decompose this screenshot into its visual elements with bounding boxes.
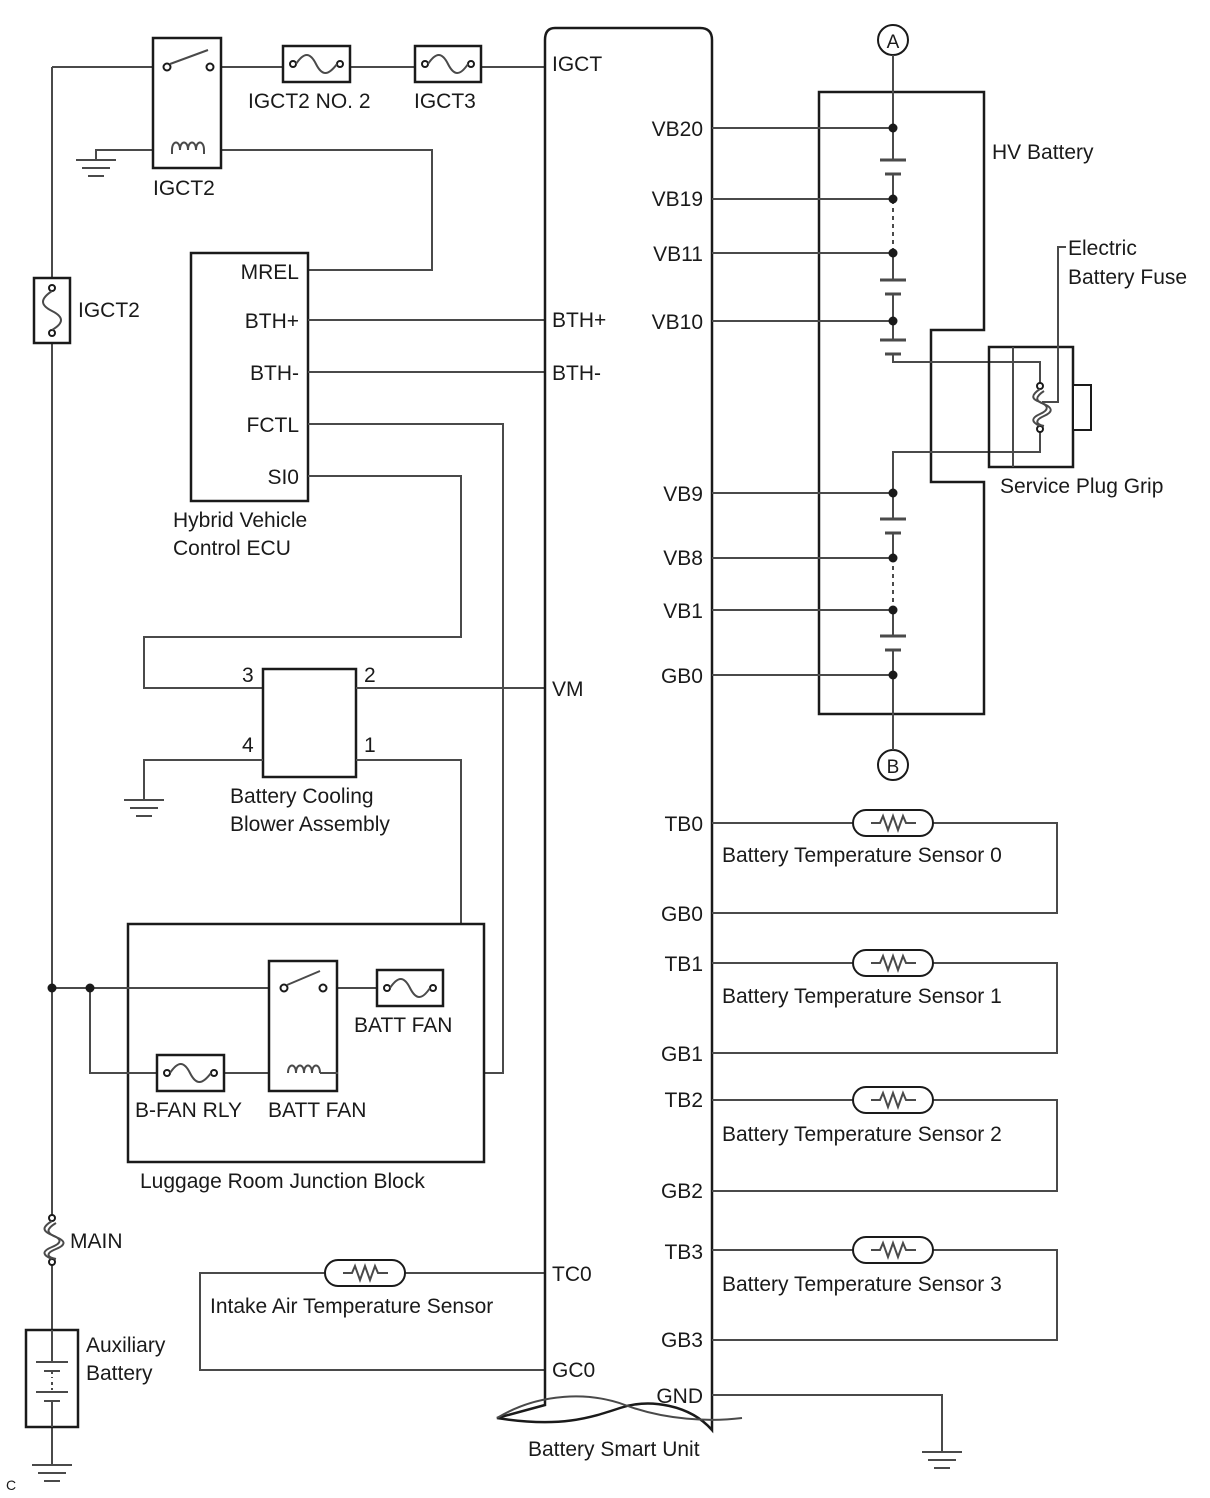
junction-block-name: Luggage Room Junction Block	[140, 1170, 425, 1193]
bsu-pin-gb0: GB0	[661, 665, 703, 688]
fuse-igct2: IGCT2	[32, 276, 140, 345]
temp-sensor-2-label: Battery Temperature Sensor 2	[722, 1123, 1002, 1146]
fuse-igct2-label: IGCT2	[78, 299, 140, 322]
bsu-pin-bth-minus: BTH-	[552, 362, 601, 385]
ground-symbol	[32, 1464, 72, 1482]
battery-temperature-sensor-1: Battery Temperature Sensor 1	[712, 949, 1058, 1054]
igct2-relay: IGCT2	[151, 36, 223, 200]
service-plug-grip: Service Plug Grip Electric Battery Fuse	[987, 237, 1187, 498]
hv-cell-stack	[880, 158, 1041, 652]
connector-b: B	[877, 650, 909, 781]
bsu-pin-gc0: GC0	[552, 1359, 595, 1382]
bsu-pin-vm: VM	[552, 678, 584, 701]
fuse-main-label: MAIN	[70, 1230, 123, 1253]
gnd-wire	[712, 1394, 962, 1469]
fuse-main: MAIN	[43, 1214, 123, 1266]
bsu-name: Battery Smart Unit	[528, 1438, 700, 1461]
bsu-pin-vb8: VB8	[663, 547, 703, 570]
fuse-igct2-no2: IGCT2 NO. 2	[248, 44, 371, 113]
blower-pin-3: 3	[242, 664, 254, 687]
blower-name-line2: Blower Assembly	[230, 813, 390, 836]
fuse-batt-fan-label: BATT FAN	[354, 1014, 452, 1037]
connector-a: A	[877, 24, 909, 160]
blower-pin-2: 2	[364, 664, 376, 687]
bsu-pin-vb10: VB10	[652, 311, 703, 334]
bsu-pin-vb20: VB20	[652, 118, 703, 141]
junction-dot	[85, 983, 95, 993]
hv-battery-label: HV Battery	[992, 141, 1094, 164]
bsu-pin-tb2: TB2	[664, 1089, 703, 1112]
ecu-pin-mrel: MREL	[241, 261, 299, 284]
hv-tap-dots	[888, 123, 898, 680]
bsu-pin-gb1: GB1	[661, 1043, 703, 1066]
ecu-pin-bth-plus: BTH+	[245, 310, 299, 333]
blower-pin-1: 1	[364, 734, 376, 757]
bsu-pin-tb1: TB1	[664, 953, 703, 976]
ecu-name-line1: Hybrid Vehicle	[173, 509, 307, 532]
bsu-pin-bth-plus: BTH+	[552, 309, 606, 332]
corner-mark: C	[6, 1477, 16, 1493]
hv-battery: HV Battery	[817, 90, 1094, 716]
temp-sensor-1-label: Battery Temperature Sensor 1	[722, 985, 1002, 1008]
batt-fan-relay: BATT FAN	[267, 959, 366, 1122]
bsu-pin-gb0-sensor: GB0	[661, 903, 703, 926]
fuse-batt-fan: BATT FAN	[354, 968, 452, 1037]
bsu-pin-vb11: VB11	[653, 243, 703, 266]
fuse-b-fan-rly-label: B-FAN RLY	[135, 1099, 242, 1122]
ground-symbol	[76, 159, 116, 177]
battery-temperature-sensor-0: Battery Temperature Sensor 0	[712, 809, 1058, 914]
junction-dot	[47, 983, 57, 993]
bsu-pin-igct: IGCT	[552, 53, 602, 76]
service-plug-grip-label: Service Plug Grip	[1000, 475, 1163, 498]
bsu-pin-gnd: GND	[656, 1385, 703, 1408]
bsu-pin-vb19: VB19	[652, 188, 703, 211]
battery-cooling-blower: 3 2 4 1 Battery Cooling Blower Assembly	[230, 664, 390, 836]
bsu-pin-tb3: TB3	[664, 1241, 703, 1264]
temp-sensor-3-label: Battery Temperature Sensor 3	[722, 1273, 1002, 1296]
bsu-pin-tc0: TC0	[552, 1263, 592, 1286]
ground-symbol	[124, 799, 164, 817]
fuse-igct2-no2-label: IGCT2 NO. 2	[248, 90, 371, 113]
batt-fan-relay-label: BATT FAN	[268, 1099, 366, 1122]
ecu-name-line2: Control ECU	[173, 537, 291, 560]
igct2-relay-label: IGCT2	[153, 177, 215, 200]
blower-name-line1: Battery Cooling	[230, 785, 374, 808]
connector-b-label: B	[887, 757, 900, 778]
fuse-igct3-label: IGCT3	[414, 90, 476, 113]
auxiliary-battery: Auxiliary Battery	[24, 1328, 166, 1429]
battery-smart-unit: IGCT BTH+ BTH- VM TC0 GC0 VB20 VB19 VB11…	[496, 26, 743, 1461]
bsu-pin-tb0: TB0	[664, 813, 703, 836]
battery-temperature-sensor-2: Battery Temperature Sensor 2	[712, 1086, 1058, 1192]
bsu-pin-vb1: VB1	[663, 600, 703, 623]
fuse-igct3: IGCT3	[413, 44, 483, 113]
aux-battery-name-line1: Auxiliary	[86, 1334, 166, 1357]
bsu-pin-vb9: VB9	[663, 483, 703, 506]
bsu-pin-gb2: GB2	[661, 1180, 703, 1203]
hybrid-vehicle-control-ecu: MREL BTH+ BTH- FCTL SI0 Hybrid Vehicle C…	[173, 251, 310, 560]
connector-a-label: A	[887, 32, 900, 53]
ecu-pin-bth-minus: BTH-	[250, 362, 299, 385]
ecu-pin-si0: SI0	[267, 466, 299, 489]
temp-sensor-0-label: Battery Temperature Sensor 0	[722, 844, 1002, 867]
aux-battery-name-line2: Battery	[86, 1362, 153, 1385]
intake-sensor-label: Intake Air Temperature Sensor	[210, 1295, 493, 1318]
intake-air-temperature-sensor: Intake Air Temperature Sensor	[199, 1259, 545, 1371]
electric-battery-fuse-line1: Electric	[1068, 237, 1137, 260]
electric-battery-fuse-line2: Battery Fuse	[1068, 266, 1187, 289]
battery-temperature-sensor-3: Battery Temperature Sensor 3	[712, 1236, 1058, 1341]
fuse-b-fan-rly: B-FAN RLY	[135, 1053, 242, 1122]
ecu-pin-fctl: FCTL	[247, 414, 300, 437]
hv-tap-wires	[712, 127, 893, 676]
bsu-pin-gb3: GB3	[661, 1329, 703, 1352]
blower-pin-4: 4	[242, 734, 254, 757]
